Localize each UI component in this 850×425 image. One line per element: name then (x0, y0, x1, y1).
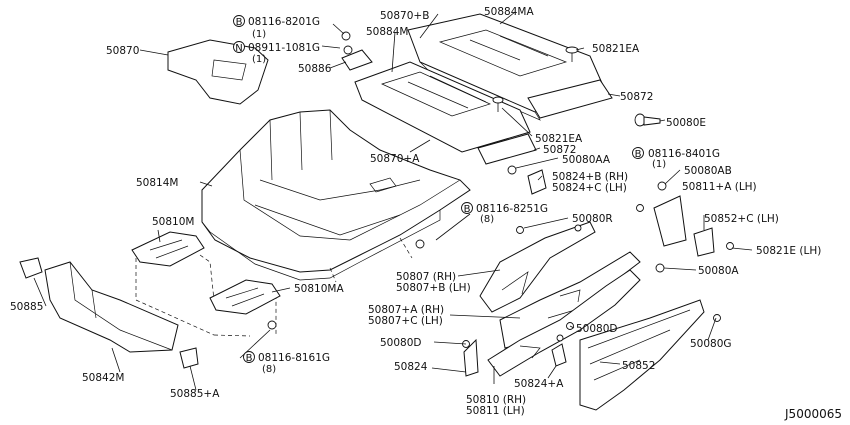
label-50872-top: 50872 (620, 91, 653, 103)
diagram-id: J5000065 (784, 407, 842, 421)
floor-mat-50870 (167, 39, 269, 105)
label-50080a: 50080A (698, 265, 739, 277)
label-08116-8201g-qty: (1) (252, 29, 266, 40)
bracket-50824 (463, 338, 479, 377)
strip-50872-top (527, 79, 613, 119)
svg-text:B: B (236, 17, 243, 28)
marker-n-1081g: N (233, 41, 245, 54)
label-50872-mid: 50872 (543, 144, 576, 156)
label-50852c: 50852+C (LH) (704, 213, 779, 225)
label-50824b: 50824+B (RH) (552, 171, 628, 183)
label-50870: 50870 (106, 45, 139, 57)
bracket-50886 (341, 31, 373, 71)
label-50810ma: 50810MA (294, 283, 344, 295)
marker-b-8251g: B (461, 202, 473, 215)
bracket-50824b (527, 169, 547, 195)
label-08116-8401g: 08116-8401G (648, 148, 720, 160)
label-50807a: 50807+A (RH) (368, 304, 444, 316)
label-08116-8201g: 08116-8201G (248, 16, 320, 28)
label-50824c: 50824+C (LH) (552, 182, 627, 194)
label-50810rh: 50810 (RH) (466, 394, 526, 406)
label-50080d-a: 50080D (380, 337, 422, 349)
grommet-50080e (634, 113, 661, 127)
label-50870a: 50870+A (370, 153, 420, 165)
label-50080e: 50080E (666, 117, 706, 129)
label-50080ab: 50080AB (684, 165, 732, 177)
label-50824a: 50824+A (514, 378, 564, 390)
label-50884m: 50884M (366, 26, 408, 38)
skid-plate-50842m (44, 261, 179, 353)
label-08116-8161g: 08116-8161G (258, 352, 330, 364)
bracket-50810ma (209, 279, 281, 315)
clip-50821ea-mid (492, 96, 504, 112)
label-08116-8251g-qty: (8) (480, 214, 494, 225)
front-panel-50884m (354, 61, 531, 153)
leader-lines (33, 11, 753, 391)
bracket-50824a (551, 343, 567, 367)
label-50080g: 50080G (690, 338, 732, 350)
bracket-50852c (693, 227, 715, 257)
label-50821e: 50821E (LH) (756, 245, 821, 257)
marker-b-8401g: B (632, 147, 644, 160)
label-50080r: 50080R (572, 213, 613, 225)
label-50852: 50852 (622, 360, 655, 372)
label-50080aa: 50080AA (562, 154, 611, 166)
label-50807rh: 50807 (RH) (396, 271, 456, 283)
label-50807c: 50807+C (LH) (368, 315, 443, 327)
label-50811lh: 50811 (LH) (466, 405, 525, 417)
svg-text:B: B (464, 204, 471, 215)
bracket-50885 (19, 257, 43, 279)
label-50814m: 50814M (136, 177, 178, 189)
marker-b-8201g: B (233, 15, 245, 28)
label-08911-1081g-qty: (1) (252, 54, 266, 65)
svg-text:B: B (246, 353, 253, 364)
label-50080d-b: 50080D (576, 323, 618, 335)
bracket-50885a (179, 347, 199, 369)
label-08116-8401g-qty: (1) (652, 159, 666, 170)
label-50842m: 50842M (82, 372, 124, 384)
label-50807b: 50807+B (LH) (396, 282, 471, 294)
side-rail-50810 (487, 269, 641, 377)
label-08116-8251g: 08116-8251G (476, 203, 548, 215)
floor-tray-50814m (201, 109, 471, 281)
label-50821ea-top: 50821EA (592, 43, 640, 55)
panel-50852 (579, 299, 705, 411)
label-50886: 50886 (298, 63, 332, 75)
label-08911-1081g: 08911-1081G (248, 42, 320, 54)
label-08116-8161g-qty: (8) (262, 364, 276, 375)
svg-text:N: N (235, 43, 242, 54)
svg-text:B: B (635, 149, 642, 160)
bolt-group (267, 165, 734, 348)
label-50870b: 50870+B (380, 10, 429, 22)
bracket-50811a (653, 195, 687, 247)
strip-50872-mid (477, 133, 537, 165)
label-50885: 50885 (10, 301, 43, 313)
label-50810m: 50810M (152, 216, 194, 228)
label-50884ma: 50884MA (484, 6, 534, 18)
side-rail-50807 (479, 221, 596, 313)
label-50821ea-mid: 50821EA (535, 133, 583, 145)
marker-b-8161g: B (243, 351, 255, 364)
clip-50821ea-top (565, 46, 579, 62)
label-50811a: 50811+A (LH) (682, 181, 757, 193)
label-50824: 50824 (394, 361, 428, 373)
bracket-50810m (131, 231, 205, 267)
label-50885a: 50885+A (170, 388, 220, 400)
